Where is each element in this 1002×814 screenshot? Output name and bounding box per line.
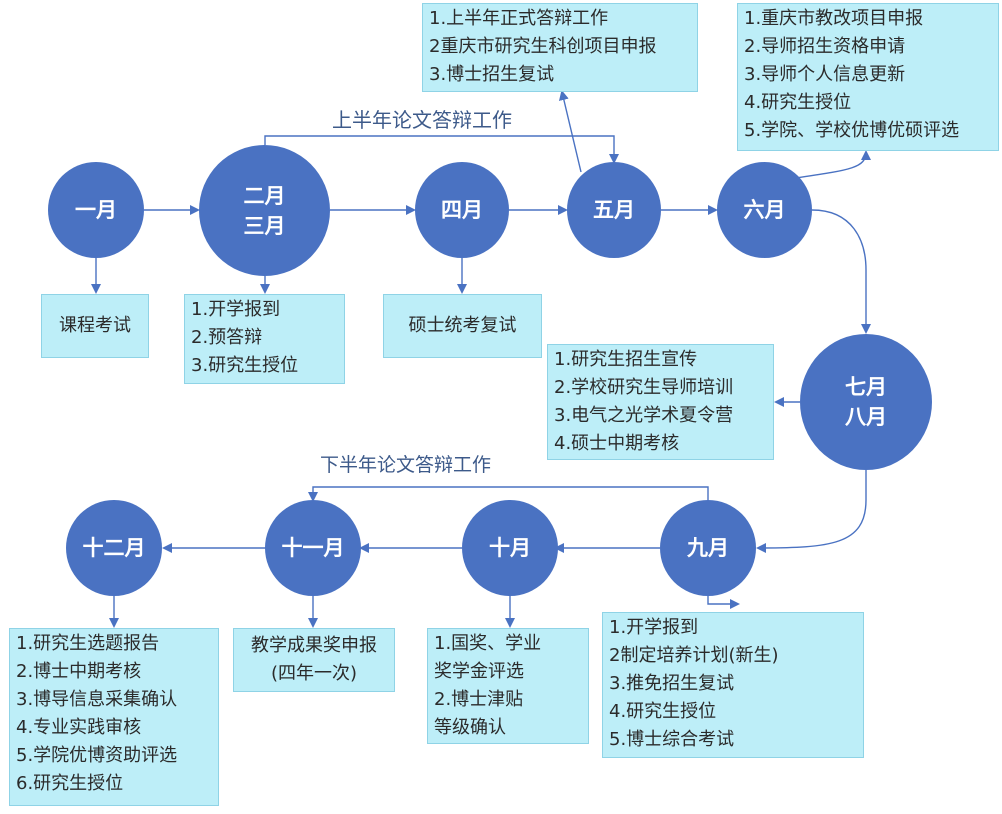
- task-box-nov: 教学成果奖申报 (四年一次): [233, 628, 395, 692]
- task-item: 1.国奖、学业: [434, 633, 542, 654]
- month-node-jan: 一月: [48, 162, 144, 258]
- task-box-oct: 1.国奖、学业 奖学金评选 2.博士津贴 等级确认: [427, 628, 589, 744]
- month-label-nov: 十一月: [281, 536, 345, 560]
- task-item: 1.开学报到: [609, 617, 699, 638]
- arrow-may-to-tasks: [558, 90, 582, 173]
- month-label-may: 五月: [593, 198, 635, 222]
- task-item: 5.博士综合考试: [609, 729, 735, 750]
- task-item: 1.上半年正式答辩工作: [429, 8, 609, 29]
- task-item: (四年一次): [270, 663, 358, 684]
- task-item: 3.电气之光学术夏令营: [554, 405, 734, 426]
- task-item: 4.研究生授位: [744, 92, 852, 113]
- month-node-jun: 六月: [717, 162, 812, 258]
- month-label-dec: 十二月: [82, 536, 146, 560]
- month-node-dec: 十二月: [66, 500, 162, 596]
- task-item: 1.研究生选题报告: [16, 633, 160, 654]
- month-label-sep: 九月: [687, 536, 729, 560]
- arrow-jun-to-tasks: [795, 150, 871, 179]
- task-item: 3.研究生授位: [191, 355, 299, 376]
- task-item: 2.导师招生资格申请: [744, 36, 906, 57]
- month-node-jul-aug: 七月 八月: [800, 334, 932, 470]
- month-label-apr: 四月: [441, 198, 483, 222]
- task-box-dec: 1.研究生选题报告 2.博士中期考核 3.博导信息采集确认 4.专业实践审核 5…: [9, 628, 219, 806]
- task-box-jun: 1.重庆市教改项目申报 2.导师招生资格申请 3.导师个人信息更新 4.研究生授…: [737, 3, 999, 151]
- task-item: 6.研究生授位: [16, 773, 124, 794]
- task-item: 硕士统考复试: [408, 315, 517, 336]
- task-item: 奖学金评选: [434, 661, 524, 682]
- task-item: 3.导师个人信息更新: [744, 64, 906, 85]
- task-item: 5.学院、学校优博优硕评选: [744, 120, 960, 141]
- second-half-defense-bracket: [308, 486, 709, 502]
- task-box-sep: 1.开学报到 2制定培养计划(新生) 3.推免招生复试 4.研究生授位 5.博士…: [602, 612, 864, 758]
- task-item: 2制定培养计划(新生): [609, 645, 779, 666]
- month-label-mar: 三月: [243, 213, 286, 238]
- month-node-sep: 九月: [660, 500, 756, 596]
- task-box-apr: 硕士统考复试: [383, 294, 542, 358]
- task-item: 5.学院优博资助评选: [16, 745, 178, 766]
- month-label-feb: 二月: [243, 183, 286, 208]
- month-node-nov: 十一月: [265, 500, 361, 596]
- task-box-jul-aug: 1.研究生招生宣传 2.学校研究生导师培训 3.电气之光学术夏令营 4.硕士中期…: [547, 344, 774, 460]
- task-item: 1.开学报到: [191, 299, 281, 320]
- month-label-oct: 十月: [489, 536, 531, 560]
- task-item: 3.博士招生复试: [429, 64, 555, 85]
- task-item: 4.研究生授位: [609, 701, 717, 722]
- task-box-feb-mar: 1.开学报到 2.预答辩 3.研究生授位: [184, 294, 345, 384]
- month-label-jul: 七月: [845, 375, 887, 399]
- first-half-defense-caption: 上半年论文答辩工作: [332, 108, 512, 132]
- arrow-jun-to-julaug: [811, 209, 871, 334]
- arrow-sep-to-tasks: [707, 596, 740, 609]
- task-item: 3.推免招生复试: [609, 673, 735, 694]
- task-item: 2.博士津贴: [434, 689, 524, 710]
- task-item: 2重庆市研究生科创项目申报: [429, 36, 657, 57]
- task-item: 2.预答辩: [191, 327, 263, 348]
- arrow-julaug-to-sep: [756, 470, 867, 553]
- task-item: 2.学校研究生导师培训: [554, 377, 734, 398]
- task-item: 1.重庆市教改项目申报: [744, 8, 924, 29]
- task-item: 3.博导信息采集确认: [16, 689, 178, 710]
- month-label-jun: 六月: [743, 198, 786, 222]
- month-node-feb-mar: 二月 三月: [199, 145, 330, 276]
- task-item: 4.专业实践审核: [16, 717, 142, 738]
- month-node-oct: 十月: [462, 500, 558, 596]
- task-item: 教学成果奖申报: [251, 635, 377, 656]
- task-item: 1.研究生招生宣传: [554, 349, 698, 370]
- month-label-jan: 一月: [75, 198, 117, 222]
- task-item: 4.硕士中期考核: [554, 433, 680, 454]
- task-box-jan: 课程考试: [41, 294, 149, 358]
- task-item: 2.博士中期考核: [16, 661, 142, 682]
- task-item: 等级确认: [434, 717, 506, 738]
- second-half-defense-caption: 下半年论文答辩工作: [320, 454, 492, 476]
- month-label-aug: 八月: [845, 405, 887, 429]
- month-node-may: 五月: [567, 162, 661, 258]
- first-half-defense-bracket: [264, 135, 619, 164]
- task-box-may: 1.上半年正式答辩工作 2重庆市研究生科创项目申报 3.博士招生复试: [422, 3, 698, 92]
- month-node-apr: 四月: [415, 162, 509, 258]
- task-item: 课程考试: [59, 315, 131, 336]
